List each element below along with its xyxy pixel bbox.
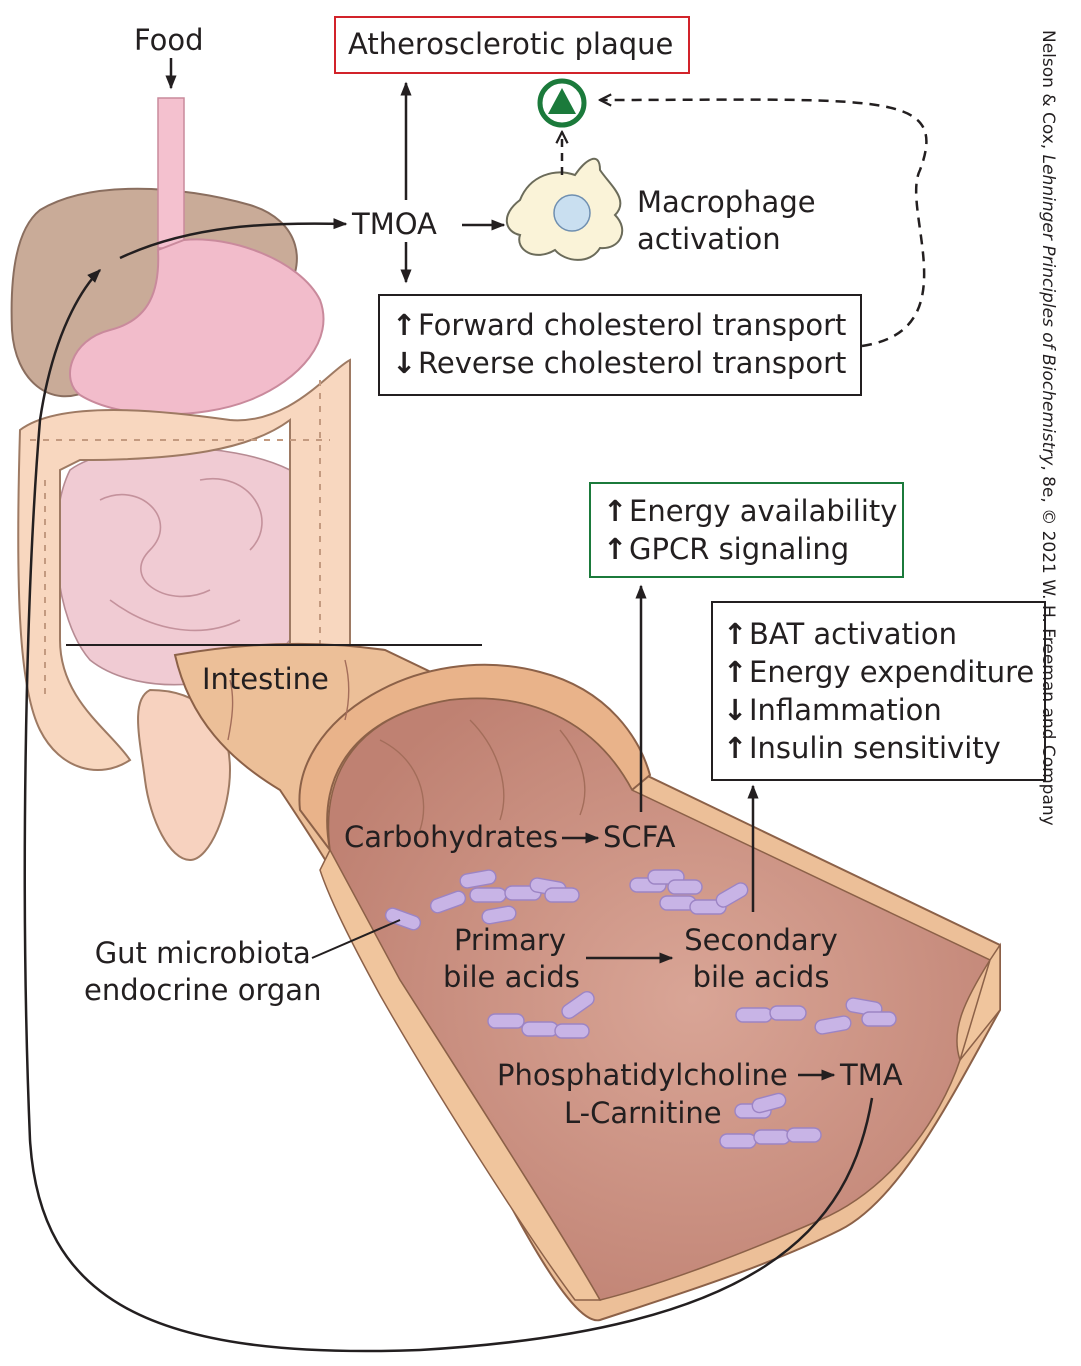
box-atherosclerotic-plaque: Atherosclerotic plaque bbox=[334, 16, 690, 74]
bat-activation-text: BAT activation bbox=[749, 617, 958, 651]
bacterium bbox=[554, 1023, 590, 1039]
box-energy-availability: ↑Energy availability ↑GPCR signaling bbox=[589, 482, 904, 578]
bacterium bbox=[459, 869, 497, 889]
label-scfa: SCFA bbox=[603, 820, 676, 854]
credit-suffix: , 8e, © 2021 W. H. Freeman and Company bbox=[1038, 465, 1058, 826]
bacterium bbox=[753, 1129, 791, 1145]
box-cholesterol-transport: ↑Forward cholesterol transport ↓Reverse … bbox=[378, 294, 862, 396]
insulin-row: ↑Insulin sensitivity bbox=[723, 729, 1034, 767]
primary-line-2: bile acids bbox=[443, 959, 580, 994]
credit-prefix: Nelson & Cox, bbox=[1038, 30, 1058, 155]
gpcr-row: ↑GPCR signaling bbox=[603, 530, 890, 568]
plaque-text: Atherosclerotic plaque bbox=[348, 27, 674, 61]
arrow-liver-to-tmoa bbox=[119, 218, 348, 260]
bat-row: ↑BAT activation bbox=[723, 615, 1034, 653]
bacterium bbox=[384, 907, 422, 931]
intestine-tube bbox=[173, 642, 1001, 1322]
label-tmoa: TMOA bbox=[352, 207, 437, 241]
primary-line-1: Primary bbox=[453, 923, 567, 957]
energy-availability-text: Energy availability bbox=[629, 494, 898, 528]
up-arrow-icon: ↑ bbox=[392, 308, 417, 342]
label-carbohydrates: Carbohydrates bbox=[344, 820, 559, 854]
intestine-cut-edge bbox=[319, 848, 602, 1301]
bacterium bbox=[487, 1013, 525, 1029]
label-food: Food bbox=[134, 23, 204, 57]
label-gut-microbiota: Gut microbiota endocrine organ bbox=[84, 935, 321, 1008]
bacterium bbox=[715, 882, 749, 908]
bacterium bbox=[735, 1007, 773, 1023]
copyright-credit: Nelson & Cox, Lehninger Principles of Bi… bbox=[1038, 30, 1058, 826]
diagram-arrows bbox=[23, 58, 928, 1353]
insulin-sensitivity-text: Insulin sensitivity bbox=[749, 731, 1001, 765]
colon-shape bbox=[17, 358, 351, 771]
bacterium bbox=[814, 1015, 852, 1035]
up-arrow-icon: ↑ bbox=[603, 494, 628, 528]
cholesterol-row-reverse: ↓Reverse cholesterol transport bbox=[392, 344, 848, 382]
gut-line-2: endocrine organ bbox=[84, 972, 322, 1007]
bacterium bbox=[769, 1005, 807, 1021]
bacterium bbox=[667, 879, 703, 895]
macrophage-cell bbox=[505, 157, 624, 261]
reverse-transport-text: Reverse cholesterol transport bbox=[418, 346, 847, 380]
label-tma: TMA bbox=[840, 1058, 903, 1092]
secondary-line-2: bile acids bbox=[692, 959, 830, 994]
bacterium bbox=[719, 1133, 757, 1149]
inflammation-row: ↓Inflammation bbox=[723, 691, 1034, 729]
bacterium bbox=[481, 905, 517, 925]
arrow-tma-to-liver bbox=[23, 269, 874, 1353]
energy-row: ↑Energy availability bbox=[603, 492, 897, 530]
down-arrow-icon: ↓ bbox=[392, 346, 417, 380]
label-secondary-bile-acids: Secondary bile acids bbox=[682, 922, 840, 995]
digestive-system-illustration bbox=[10, 97, 351, 862]
forward-transport-text: Forward cholesterol transport bbox=[418, 308, 847, 342]
credit-title: Lehninger Principles of Biochemistry bbox=[1038, 154, 1058, 466]
bacterium bbox=[751, 1092, 787, 1114]
plaque-triangle-icon bbox=[537, 78, 587, 128]
bacterium bbox=[521, 1021, 559, 1037]
inflammation-text: Inflammation bbox=[749, 693, 942, 727]
label-phosphatidylcholine: Phosphatidylcholine bbox=[497, 1058, 788, 1092]
gut-bacteria bbox=[384, 869, 897, 1149]
secondary-line-1: Secondary bbox=[684, 923, 838, 957]
gut-microbiota-leader-line bbox=[311, 919, 401, 959]
up-arrow-icon: ↑ bbox=[723, 731, 748, 765]
bacterium bbox=[786, 1127, 822, 1143]
energy-expenditure-text: Energy expenditure bbox=[749, 655, 1035, 689]
up-arrow-icon: ↑ bbox=[723, 617, 748, 651]
down-arrow-icon: ↓ bbox=[723, 693, 748, 727]
macrophage-line-1: Macrophage bbox=[637, 185, 816, 219]
label-macrophage: Macrophage activation bbox=[637, 184, 816, 257]
macrophage-line-2: activation bbox=[637, 221, 781, 256]
cholesterol-row-forward: ↑Forward cholesterol transport bbox=[392, 306, 848, 344]
label-intestine: Intestine bbox=[202, 662, 329, 696]
up-arrow-icon: ↑ bbox=[723, 655, 748, 689]
box-bat-activation: ↑BAT activation ↑Energy expenditure ↓Inf… bbox=[711, 601, 1046, 781]
gut-line-1: Gut microbiota bbox=[94, 936, 311, 970]
bacterium bbox=[429, 890, 467, 914]
label-carnitine: L-Carnitine bbox=[564, 1096, 722, 1130]
esophagus-shape bbox=[157, 97, 185, 249]
bacterium bbox=[544, 887, 580, 903]
gpcr-signaling-text: GPCR signaling bbox=[629, 532, 850, 566]
bacterium bbox=[861, 1011, 897, 1027]
label-primary-bile-acids: Primary bile acids bbox=[443, 922, 580, 995]
bacterium bbox=[469, 887, 507, 903]
bacterium bbox=[561, 990, 595, 1020]
expenditure-row: ↑Energy expenditure bbox=[723, 653, 1034, 691]
up-arrow-icon: ↑ bbox=[603, 532, 628, 566]
